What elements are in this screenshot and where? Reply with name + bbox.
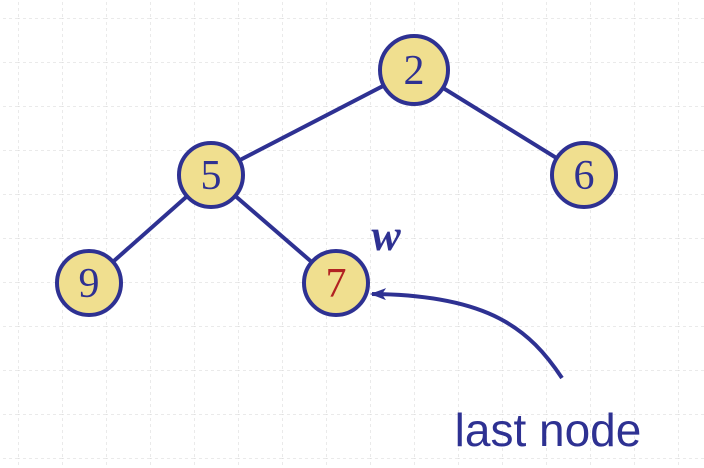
tree-node-9: 9	[55, 249, 123, 317]
node-circle	[378, 34, 450, 106]
edge-2-5	[210, 68, 415, 177]
tree-node-2: 2	[378, 34, 450, 106]
node-circle	[55, 249, 123, 317]
node-circle	[177, 141, 245, 209]
node-circle	[550, 141, 618, 209]
node-circle	[302, 249, 370, 317]
last-node-label: last node	[455, 404, 642, 456]
last-node-pointer-arrow	[370, 288, 564, 380]
tree-node-5: 5	[177, 141, 245, 209]
node-marker-w: w	[371, 211, 401, 260]
node-label: 6	[574, 153, 595, 199]
tree-node-7-last: 7	[302, 249, 370, 317]
node-label-highlighted: 7	[326, 261, 347, 307]
node-label: 9	[79, 261, 100, 307]
node-label: 5	[201, 153, 222, 199]
tree-node-6: 6	[550, 141, 618, 209]
node-label: 2	[404, 48, 425, 94]
